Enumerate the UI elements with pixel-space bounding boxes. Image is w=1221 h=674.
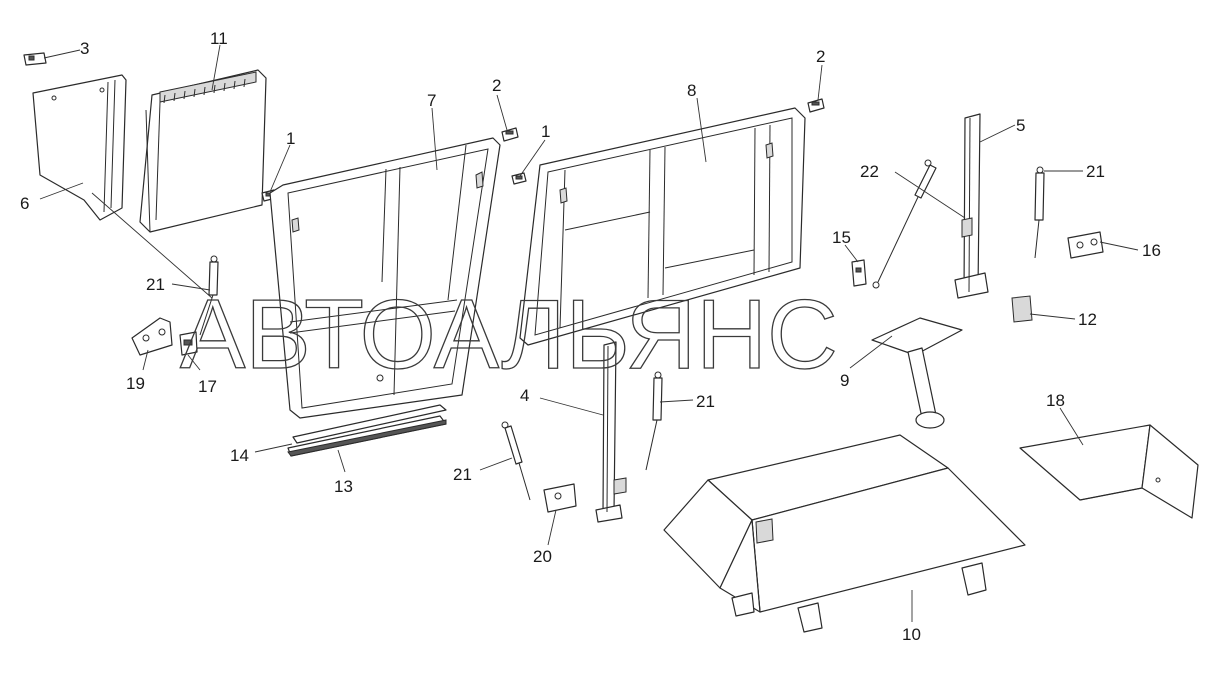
callout-3: 3 <box>80 39 89 58</box>
callout-16: 16 <box>1142 241 1161 260</box>
callout-10: 10 <box>902 625 921 644</box>
callout-8: 8 <box>687 81 696 100</box>
callout-labels: 3 11 1 2 1 7 8 2 5 22 21 16 15 12 9 6 21… <box>20 29 1161 644</box>
part-21-strut-lower <box>501 421 531 501</box>
part-8-window-frame <box>519 107 806 346</box>
callout-4: 4 <box>520 386 529 405</box>
part-14-seal-strip <box>292 404 447 444</box>
callout-2-right: 2 <box>816 47 825 66</box>
part-16-bracket <box>1067 231 1104 259</box>
part-18-shield <box>1019 424 1199 519</box>
callout-21-right: 21 <box>1086 162 1105 181</box>
callout-11: 11 <box>210 29 228 48</box>
part-3-bracket <box>23 52 47 66</box>
watermark-text: АВТОАЛЬЯНС <box>180 279 838 389</box>
callout-13: 13 <box>334 477 353 496</box>
callout-21-left: 21 <box>146 275 165 294</box>
part-10-hood-box <box>663 434 1026 633</box>
callout-9: 9 <box>840 371 849 390</box>
callout-17: 17 <box>198 377 217 396</box>
part-21-strut-middle <box>645 371 663 471</box>
part-2-hinge-left <box>501 127 519 142</box>
part-17-bracket <box>179 331 198 356</box>
callout-15: 15 <box>832 228 851 247</box>
part-15-bracket <box>851 259 867 287</box>
callout-6: 6 <box>20 194 29 213</box>
part-21-strut-left <box>199 255 219 336</box>
part-6-side-panel <box>32 74 127 221</box>
callout-18: 18 <box>1046 391 1065 410</box>
part-7-door-frame <box>269 137 501 419</box>
part-19-bracket <box>131 317 173 356</box>
part-12-lamp <box>1011 295 1033 323</box>
part-5-pillar <box>954 113 989 299</box>
part-9-support <box>871 317 963 429</box>
part-13-sill-strip <box>287 415 447 457</box>
callout-12: 12 <box>1078 310 1097 329</box>
part-22-gas-strut <box>872 159 937 289</box>
part-21-strut-right-top <box>1034 166 1045 259</box>
callout-21-middle: 21 <box>696 392 715 411</box>
callout-1-left: 1 <box>286 129 295 148</box>
callout-19: 19 <box>126 374 145 393</box>
part-1-bracket-right <box>511 172 527 185</box>
leader-lines <box>39 44 1139 622</box>
callout-21-lower: 21 <box>453 465 472 484</box>
part-4-pillar <box>595 341 627 523</box>
callout-22: 22 <box>860 162 879 181</box>
callout-7: 7 <box>427 91 436 110</box>
part-11-window-panel <box>139 69 267 233</box>
callout-14: 14 <box>230 446 249 465</box>
callout-20: 20 <box>533 547 552 566</box>
part-20-bracket <box>543 483 577 513</box>
callout-5: 5 <box>1016 116 1025 135</box>
callout-1-right: 1 <box>541 122 550 141</box>
part-2-hinge-right <box>807 98 825 113</box>
callout-2-left: 2 <box>492 76 501 95</box>
